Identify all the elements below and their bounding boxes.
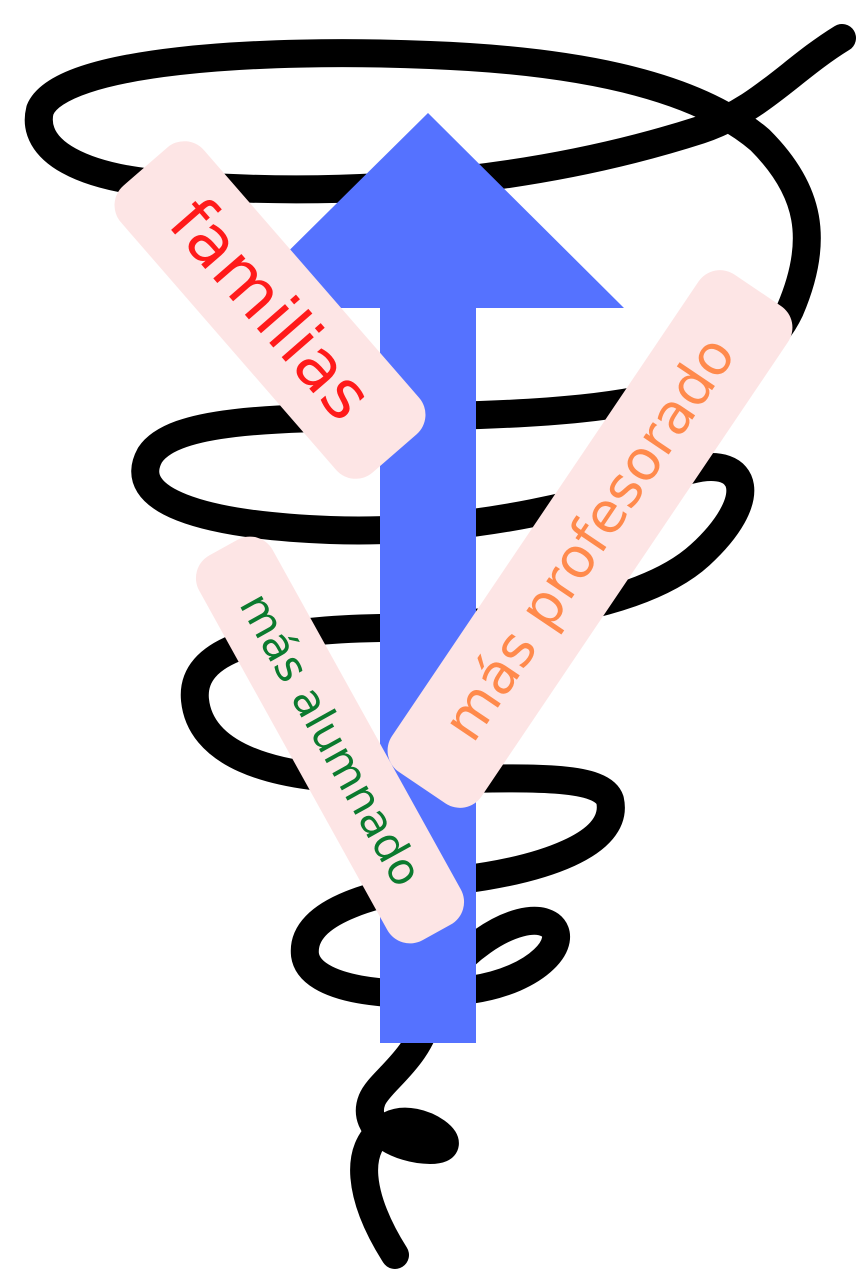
profesorado-label: más profesorado xyxy=(430,324,749,753)
profesorado-label-card: más profesorado xyxy=(377,260,803,818)
familias-label-card: familias xyxy=(103,130,437,490)
spiral-line xyxy=(24,24,856,1269)
up-arrow xyxy=(231,113,624,1043)
familias-label: familias xyxy=(153,183,388,436)
